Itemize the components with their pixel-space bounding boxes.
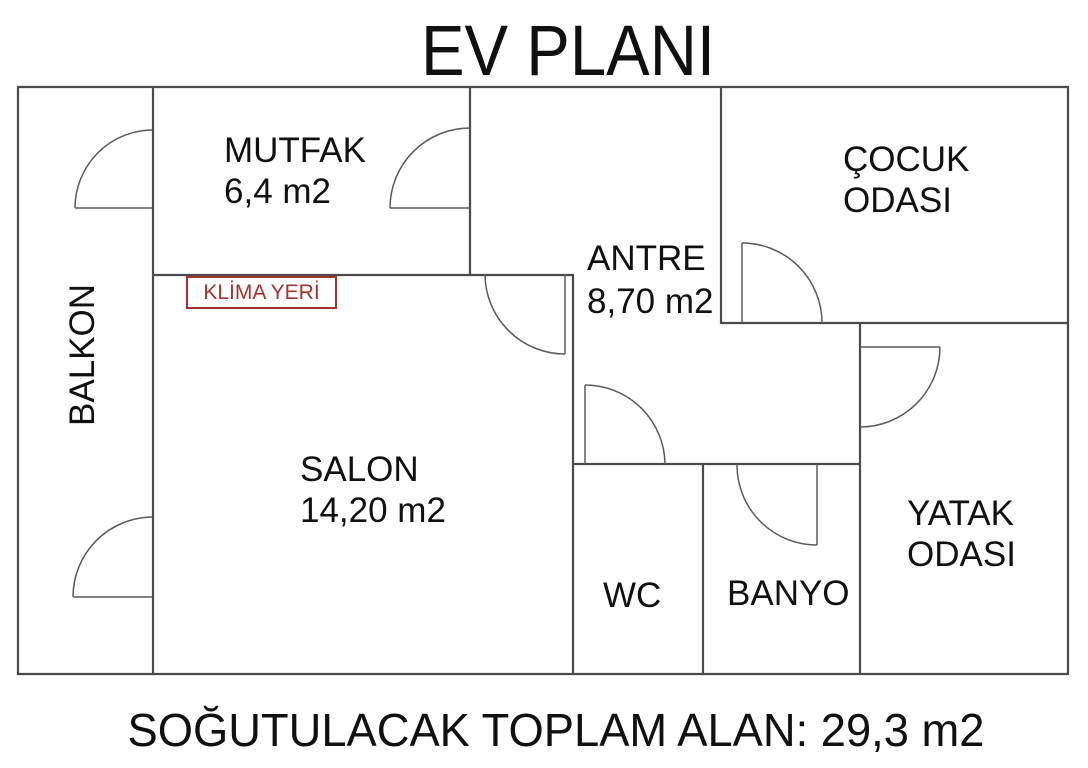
room-name: SALON — [300, 450, 419, 489]
klima-yeri-label: KLİMA YERİ — [203, 280, 320, 304]
room-label-cocuk-odasi: ÇOCUK ODASI — [843, 139, 969, 221]
door-swing-arc — [484, 273, 566, 355]
room-label-mutfak: MUTFAK 6,4 m2 — [224, 130, 366, 212]
room-name: MUTFAK — [224, 131, 366, 170]
room-name: ANTRE — [587, 239, 706, 278]
room-area: 14,20 m2 — [300, 491, 446, 530]
room-area: 8,70 m2 — [587, 282, 714, 321]
room-name-line2: ODASI — [843, 181, 952, 220]
door-swing-arc — [72, 516, 154, 598]
door-banyo — [736, 463, 818, 546]
door-cocuk-odasi — [741, 242, 823, 324]
room-label-wc: WC — [603, 576, 662, 615]
room-area: 6,4 m2 — [224, 172, 331, 211]
room-label-banyo: BANYO — [727, 574, 850, 613]
room-label-antre: ANTRE 8,70 m2 — [587, 237, 713, 323]
room-label-salon: SALON 14,20 m2 — [300, 449, 446, 531]
door-balkon-lower — [72, 516, 154, 598]
door-swing-arc — [736, 463, 818, 546]
door-swing-arc — [859, 346, 941, 428]
room-name-line1: YATAK — [907, 494, 1014, 533]
room-name-line1: ÇOCUK — [843, 140, 970, 179]
room-label-yatak-odasi: YATAK ODASI — [907, 493, 1016, 575]
klima-yeri-box: KLİMA YERİ — [186, 276, 337, 309]
door-mutfak — [389, 127, 471, 209]
door-swing-arc — [74, 129, 154, 209]
room-label-balkon: BALKON — [63, 284, 102, 426]
total-area-summary: SOĞUTULACAK TOPLAM ALAN: 29,3 m2 — [127, 704, 985, 756]
door-yatak-odasi — [859, 346, 941, 428]
door-swing-arc — [584, 384, 666, 465]
door-balkon-upper — [74, 129, 154, 209]
door-swing-arc — [389, 127, 471, 209]
page-title: EV PLANI — [420, 12, 716, 91]
door-salon — [484, 273, 566, 355]
room-name-line2: ODASI — [907, 535, 1016, 574]
door-wc — [584, 384, 666, 465]
door-swing-arc — [741, 242, 823, 324]
